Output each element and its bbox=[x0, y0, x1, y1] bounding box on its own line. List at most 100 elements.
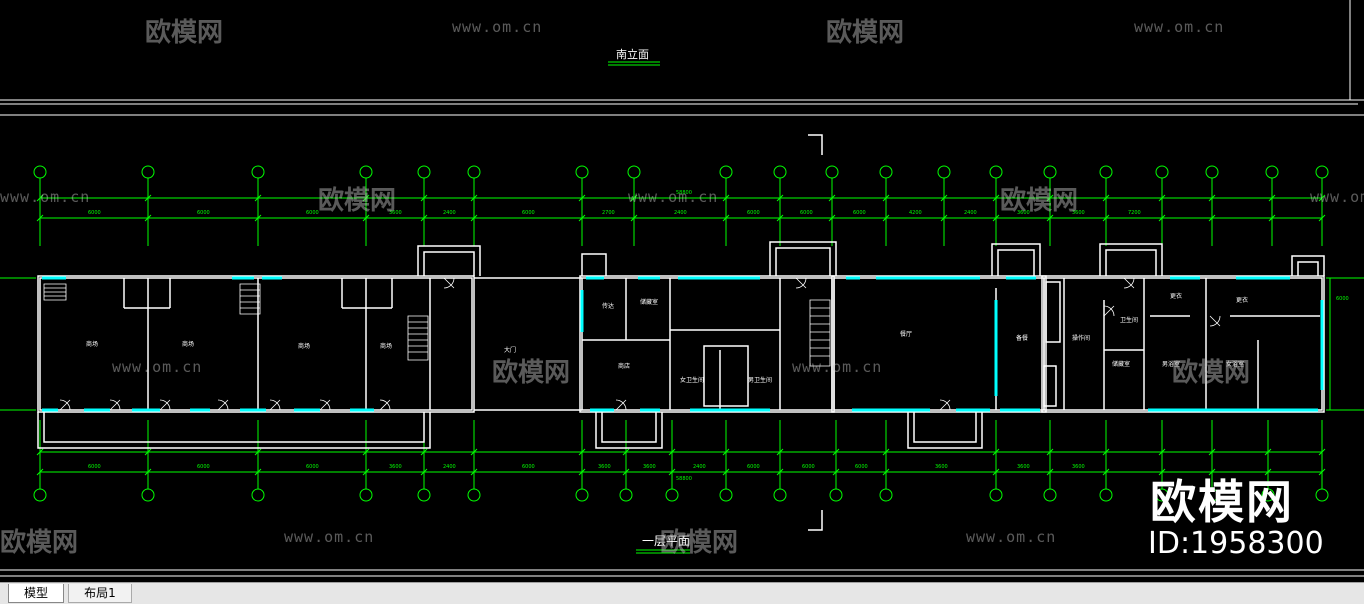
door-swing bbox=[939, 399, 951, 411]
axis-bubble bbox=[251, 488, 265, 502]
watermark-logo: 欧模网 bbox=[1000, 186, 1079, 216]
axis-bubble bbox=[989, 165, 1003, 179]
watermark-url: www.om.cn bbox=[284, 528, 375, 546]
tab-model[interactable]: 模型 bbox=[8, 584, 64, 603]
axis-bubble bbox=[989, 488, 1003, 502]
axis-bubble bbox=[665, 488, 679, 502]
watermark-url: www.om.cn bbox=[1134, 18, 1225, 36]
room-label-kitchen: 备餐 bbox=[1016, 334, 1028, 342]
dimension-label: 6000 bbox=[88, 210, 101, 216]
dimension-label: 6000 bbox=[88, 464, 101, 470]
dimension-label: 6000 bbox=[522, 464, 535, 470]
watermark-url: www.om.cn bbox=[452, 18, 543, 36]
axis-bubble bbox=[1315, 165, 1329, 179]
room-label-storage: 储藏室 bbox=[640, 298, 658, 306]
room-labels: 商场 商场 商场 商场 大门 传达 商店 储藏室 女卫生间 男卫生间 餐厅 备餐… bbox=[86, 292, 1248, 384]
watermark-url: www.om.cn bbox=[112, 358, 203, 376]
watermark-logo: 欧模网 bbox=[145, 18, 224, 48]
axis-bubble bbox=[33, 488, 47, 502]
axis-bubble bbox=[1099, 488, 1113, 502]
room-label-shop1: 商场 bbox=[86, 340, 98, 348]
dimension-label: 6000 bbox=[197, 464, 210, 470]
door-swing bbox=[1103, 305, 1115, 317]
watermark-logo: 欧模网 bbox=[492, 358, 571, 388]
room-label-shop4: 商场 bbox=[380, 342, 392, 350]
room-label-operating: 操作间 bbox=[1072, 334, 1090, 342]
windows bbox=[42, 276, 1324, 412]
dimension-label: 6000 bbox=[853, 210, 866, 216]
dimension-label: 3600 bbox=[1072, 464, 1085, 470]
dimension-label: 3600 bbox=[935, 464, 948, 470]
door-swing bbox=[59, 399, 71, 411]
axis-bubble bbox=[825, 165, 839, 179]
overall-dim-bottom: 58800 bbox=[676, 476, 692, 482]
door-swing bbox=[379, 399, 391, 411]
axis-bubble bbox=[1155, 165, 1169, 179]
watermark-url: www.om.cn bbox=[1310, 188, 1364, 206]
axis-bubble bbox=[627, 165, 641, 179]
watermark-logo: 欧模网 bbox=[826, 18, 905, 48]
dimension-label: 3600 bbox=[389, 210, 402, 216]
dimension-lines bbox=[40, 197, 1331, 473]
door-swing bbox=[795, 277, 807, 289]
room-label-bath-m: 男浴室 bbox=[1162, 360, 1180, 368]
room-label-shop2: 商场 bbox=[182, 340, 194, 348]
watermark-logo: 欧模网 bbox=[1172, 358, 1251, 388]
dimension-label: 6000 bbox=[802, 464, 815, 470]
axis-bubble bbox=[619, 488, 633, 502]
stairs bbox=[43, 283, 831, 367]
right-dim: 6000 bbox=[1336, 296, 1349, 302]
door-swing bbox=[109, 399, 121, 411]
door-swing bbox=[1209, 315, 1221, 327]
door-swing bbox=[1123, 277, 1135, 289]
dimension-label: 2400 bbox=[964, 210, 977, 216]
room-label-locker2: 更衣 bbox=[1236, 296, 1248, 304]
watermark-id: ID:1958300 bbox=[1148, 526, 1324, 561]
door-swing bbox=[269, 399, 281, 411]
axis-bubble bbox=[417, 488, 431, 502]
dimension-label: 6000 bbox=[855, 464, 868, 470]
axis-bubble bbox=[773, 165, 787, 179]
watermark-url: www.om.cn bbox=[966, 528, 1057, 546]
room-label-wc: 卫生间 bbox=[1120, 316, 1138, 324]
room-label-shop5: 商店 bbox=[618, 362, 630, 370]
room-label-wc-f: 女卫生间 bbox=[680, 376, 704, 384]
dimension-label: 3600 bbox=[389, 464, 402, 470]
room-label-duty: 传达 bbox=[602, 302, 614, 310]
dimension-label: 6000 bbox=[747, 464, 760, 470]
dimension-label: 4200 bbox=[909, 210, 922, 216]
watermark-url: www.om.cn bbox=[0, 188, 91, 206]
drawing-frame bbox=[0, 0, 1364, 577]
plan-title: 一层平面 bbox=[642, 534, 690, 548]
dimension-label: 2400 bbox=[443, 210, 456, 216]
axis-bubble bbox=[251, 165, 265, 179]
axis-bubble bbox=[1315, 488, 1329, 502]
section-mark bbox=[808, 134, 823, 531]
door-swing bbox=[319, 399, 331, 411]
dimension-label: 6000 bbox=[747, 210, 760, 216]
axis-bubble bbox=[359, 165, 373, 179]
door-swing bbox=[159, 399, 171, 411]
axis-bubble bbox=[879, 488, 893, 502]
axis-bubble bbox=[467, 165, 481, 179]
dimension-label: 2400 bbox=[443, 464, 456, 470]
dimension-label: 7200 bbox=[1128, 210, 1141, 216]
dimension-label: 6000 bbox=[522, 210, 535, 216]
axis-bubble bbox=[141, 488, 155, 502]
door-swing bbox=[443, 277, 455, 289]
room-label-locker1: 更衣 bbox=[1170, 292, 1182, 300]
axis-bubble bbox=[937, 165, 951, 179]
dimension-label: 6000 bbox=[306, 464, 319, 470]
axis-bubble bbox=[467, 488, 481, 502]
room-label-wc-m: 男卫生间 bbox=[748, 376, 772, 384]
watermark-brand-large: 欧模网 bbox=[1150, 475, 1294, 529]
axis-grid bbox=[0, 165, 1364, 502]
tab-layout1[interactable]: 布局1 bbox=[68, 584, 132, 603]
watermark-logo: 欧模网 bbox=[0, 528, 79, 558]
axis-bubble bbox=[1043, 165, 1057, 179]
axis-bubble bbox=[359, 488, 373, 502]
room-label-hall: 餐厅 bbox=[900, 330, 912, 338]
dimension-label: 2400 bbox=[674, 210, 687, 216]
